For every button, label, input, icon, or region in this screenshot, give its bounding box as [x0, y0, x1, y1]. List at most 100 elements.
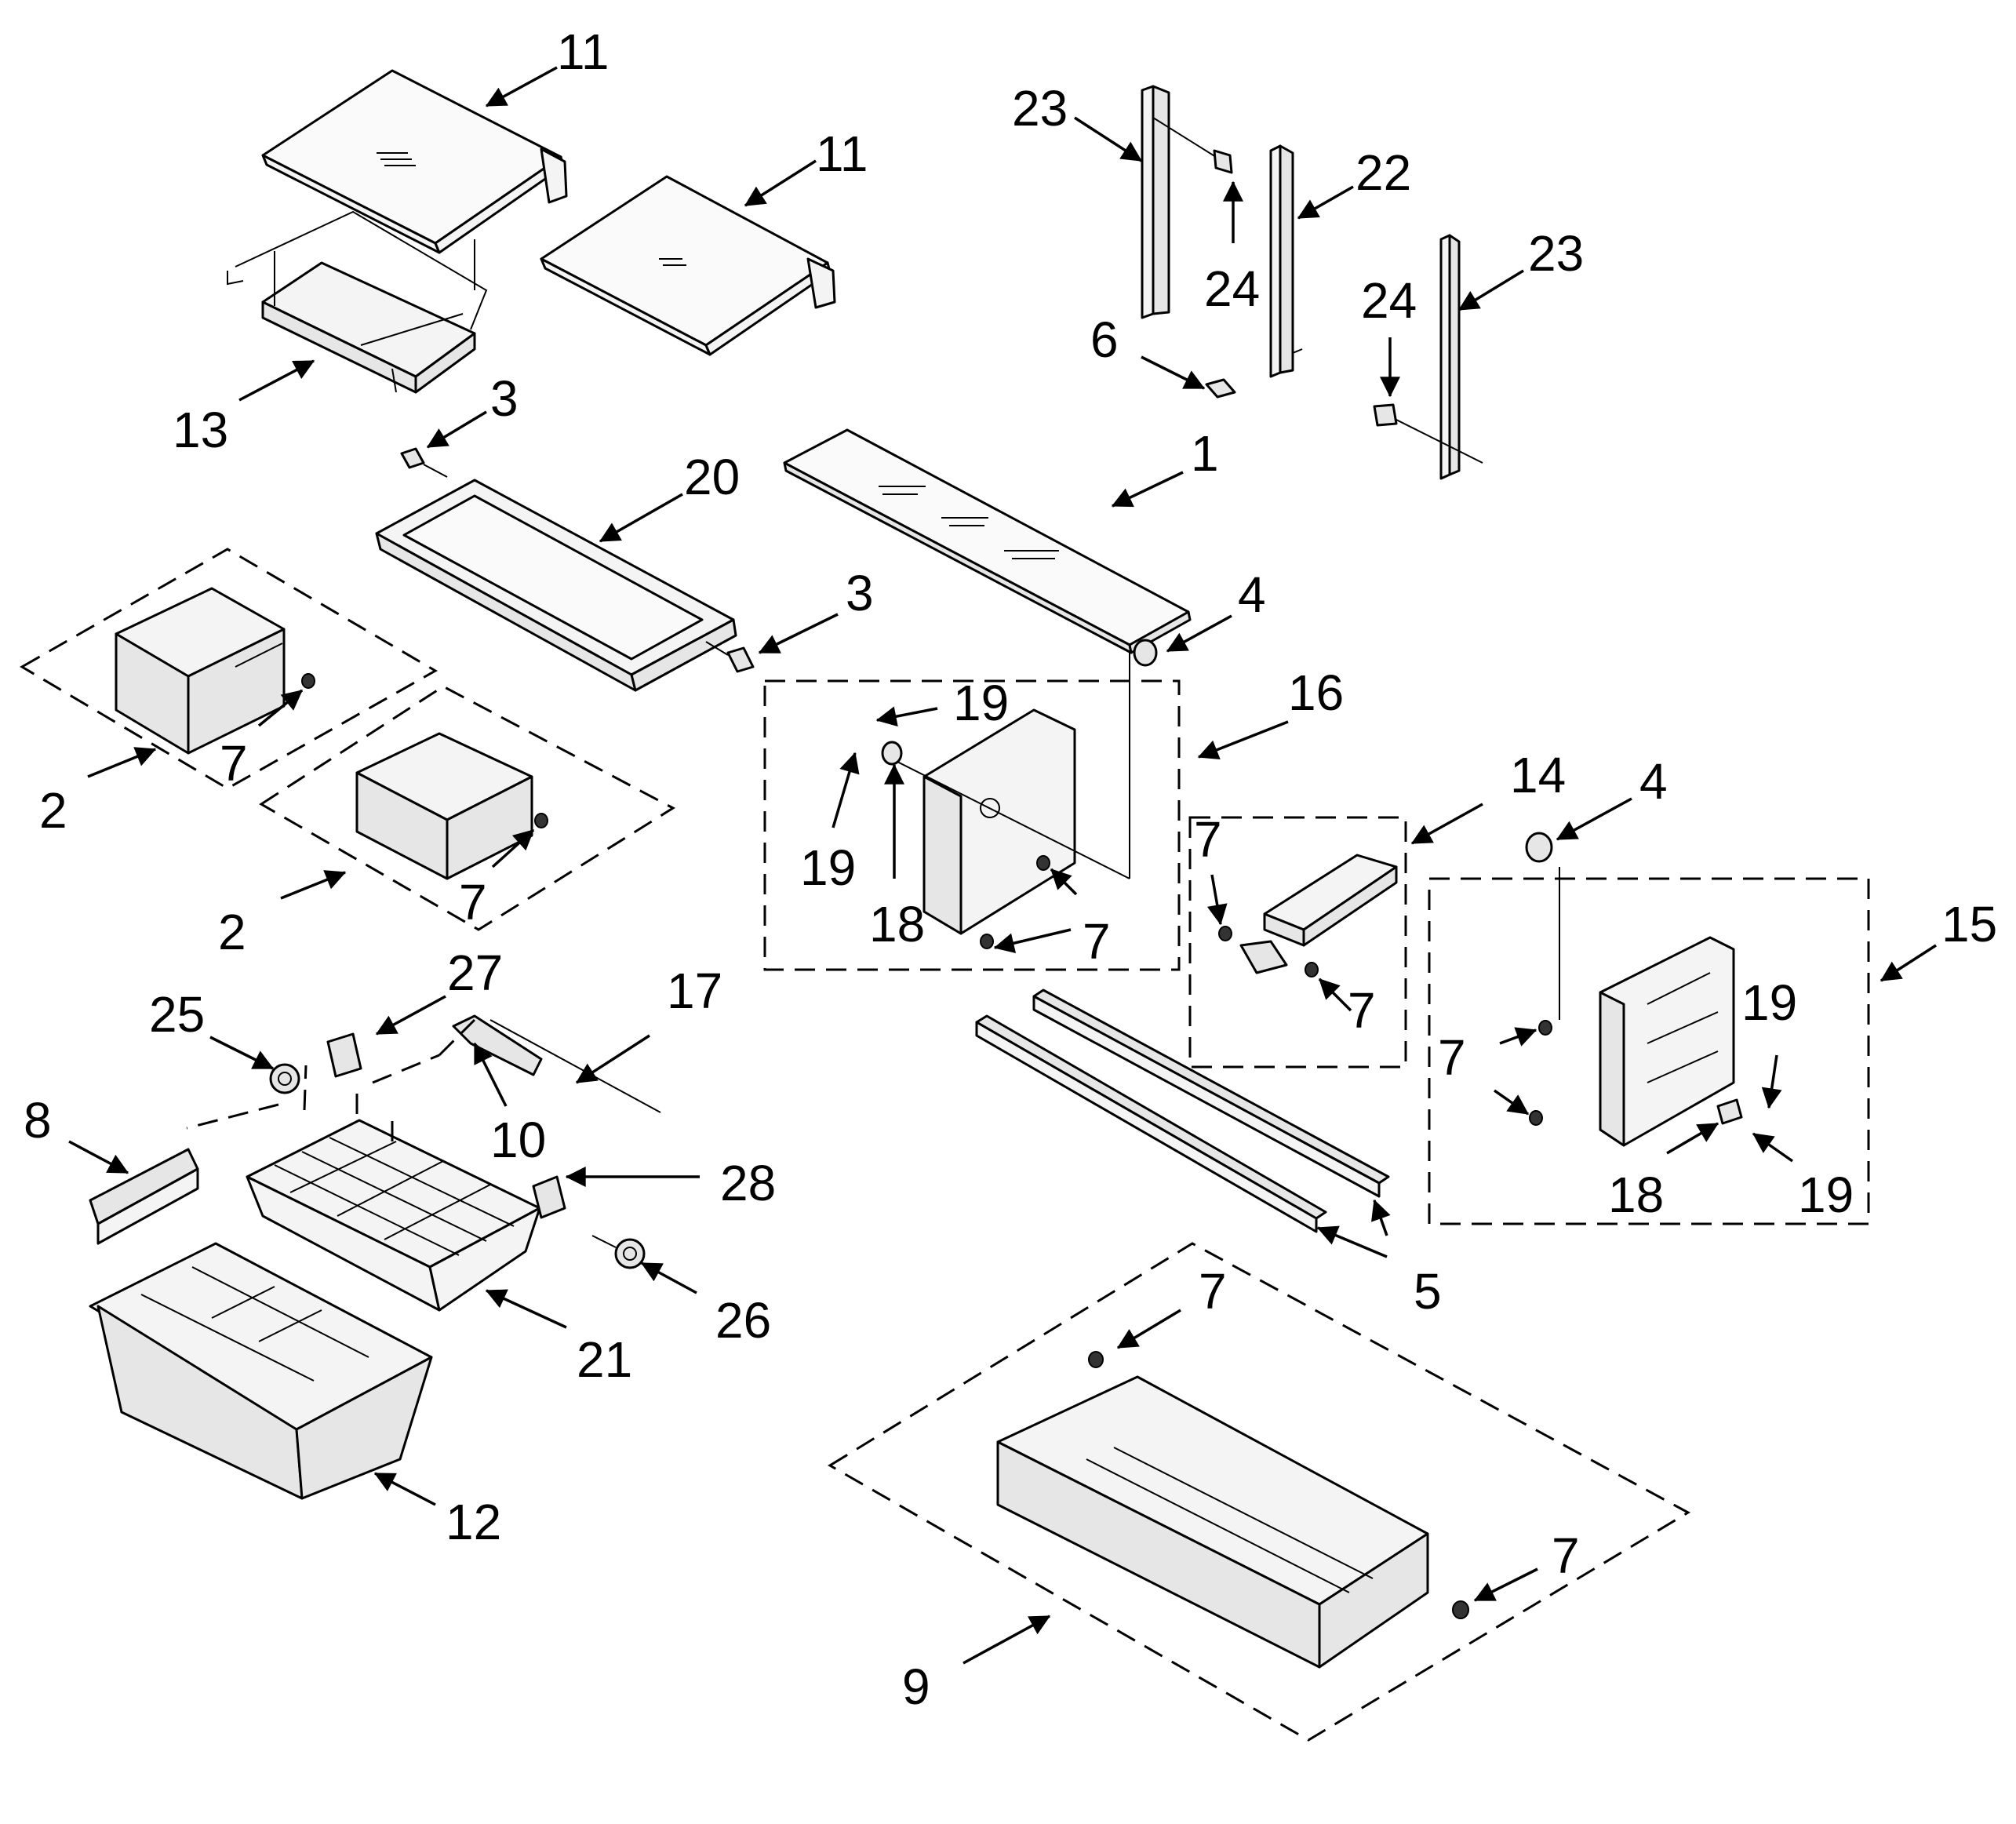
leader-l3a: [426, 410, 487, 449]
leader-l4b: [1556, 797, 1632, 841]
leader-l20: [599, 493, 683, 543]
label-l18b: 18: [1608, 1167, 1664, 1223]
label-l24a: 24: [1204, 260, 1260, 317]
leader-l19c: [1761, 1054, 1782, 1109]
leader-l23b: [1457, 269, 1524, 311]
label-l2b: 2: [218, 904, 246, 960]
leader-l19d: [1752, 1132, 1794, 1163]
label-l11b: 11: [816, 126, 868, 182]
rail-5-upper: [1032, 988, 1390, 1198]
leader-l21: [485, 1289, 567, 1329]
drawer-13: [227, 210, 488, 394]
crisper-2-lower: [355, 732, 548, 880]
basket-21: [246, 1119, 541, 1312]
leader-l1: [1111, 471, 1184, 508]
label-l12: 12: [446, 1494, 501, 1550]
bracket-14: [1218, 854, 1398, 978]
roller-3-top: [400, 447, 448, 478]
crisper-cover-20: [375, 479, 737, 692]
leader-l23a: [1074, 116, 1143, 162]
label-l20: 20: [684, 449, 740, 505]
label-l7h: 7: [1552, 1527, 1580, 1584]
leader-l3b: [758, 613, 839, 654]
leader-l22: [1297, 185, 1354, 220]
label-l11a: 11: [557, 24, 609, 80]
label-l5: 5: [1414, 1263, 1442, 1320]
leader-l9: [963, 1615, 1051, 1665]
screw-24-right: [1373, 403, 1398, 427]
group-outline-9: [828, 1242, 1691, 1742]
roller-3-bottom: [705, 641, 755, 673]
wire-17: [489, 1019, 661, 1113]
label-l7a: 7: [220, 735, 248, 792]
leader-l18b: [1666, 1122, 1719, 1155]
bracket-10: [452, 1014, 543, 1076]
clip-28: [532, 1175, 566, 1219]
label-l23b: 23: [1528, 225, 1584, 282]
drawer-9: [996, 1351, 1469, 1669]
leader-l7f2: [1493, 1089, 1530, 1116]
rail-22-center: [1269, 144, 1303, 378]
group-outline-12: [186, 1018, 476, 1141]
rail-5-lower: [975, 1014, 1327, 1233]
label-l1: 1: [1191, 425, 1219, 482]
label-l22: 22: [1356, 144, 1411, 201]
bin-12: [89, 1242, 433, 1500]
leader-l5: [1371, 1199, 1391, 1236]
leader-l7c2: [1050, 868, 1078, 896]
label-l19b: 19: [800, 839, 856, 896]
panel-8: [89, 1148, 199, 1245]
bracket-15-plate: [1529, 936, 1743, 1147]
group-outline-2-lower: [259, 685, 676, 931]
leader-l14: [1410, 803, 1483, 845]
leader-l4a: [1166, 614, 1232, 653]
leader-l7g: [1116, 1309, 1181, 1349]
label-l4a: 4: [1238, 566, 1266, 623]
leader-l19a: [875, 706, 938, 727]
leader-l10: [473, 1042, 508, 1107]
leader-l27: [375, 995, 446, 1036]
leader-l2b: [280, 870, 347, 900]
label-l7g: 7: [1199, 1263, 1227, 1320]
leader-l11b: [744, 159, 817, 207]
label-l25: 25: [149, 986, 205, 1043]
leader-l2a: [87, 747, 157, 778]
leader-l6: [1141, 355, 1206, 390]
leader-l7b: [491, 828, 535, 868]
label-l7c: 7: [1083, 913, 1111, 970]
label-l14: 14: [1510, 747, 1566, 803]
leader-l7h: [1473, 1567, 1538, 1602]
label-l26: 26: [715, 1292, 771, 1349]
leader-l26: [640, 1262, 697, 1294]
leader-l7c: [993, 928, 1072, 953]
group-outline-14: [1188, 816, 1407, 1069]
leader-l7e: [1318, 978, 1352, 1012]
clip-27: [326, 1032, 362, 1078]
bracket-16-plate: [881, 708, 1130, 949]
leader-l19b: [832, 752, 860, 828]
label-l7d: 7: [1194, 811, 1222, 868]
leader-l13: [238, 359, 315, 402]
label-l18a: 18: [869, 896, 925, 952]
gear-26: [591, 1235, 646, 1269]
leader-l5b: [1316, 1225, 1388, 1258]
part-labels: 11 11 13 3 20 1 3 4 23 22 24 6 24 23 2 7…: [24, 24, 1997, 1715]
leader-l7d: [1206, 874, 1228, 926]
rail-23-right: [1388, 234, 1483, 480]
group-outline-15: [1428, 877, 1870, 1225]
label-l7b: 7: [459, 874, 487, 930]
label-l27: 27: [447, 945, 503, 1001]
leader-arrows: [68, 66, 1937, 1665]
leader-l16: [1197, 720, 1289, 760]
label-l2a: 2: [39, 782, 67, 839]
screw-24-top: [1213, 149, 1233, 174]
label-l10: 10: [490, 1112, 546, 1168]
label-l7f: 7: [1438, 1029, 1466, 1086]
label-l28: 28: [720, 1155, 776, 1211]
label-l17: 17: [667, 963, 722, 1019]
label-l3a: 3: [490, 370, 519, 427]
label-l19d: 19: [1798, 1167, 1854, 1223]
label-l21: 21: [577, 1331, 632, 1388]
label-l19c: 19: [1741, 974, 1797, 1031]
